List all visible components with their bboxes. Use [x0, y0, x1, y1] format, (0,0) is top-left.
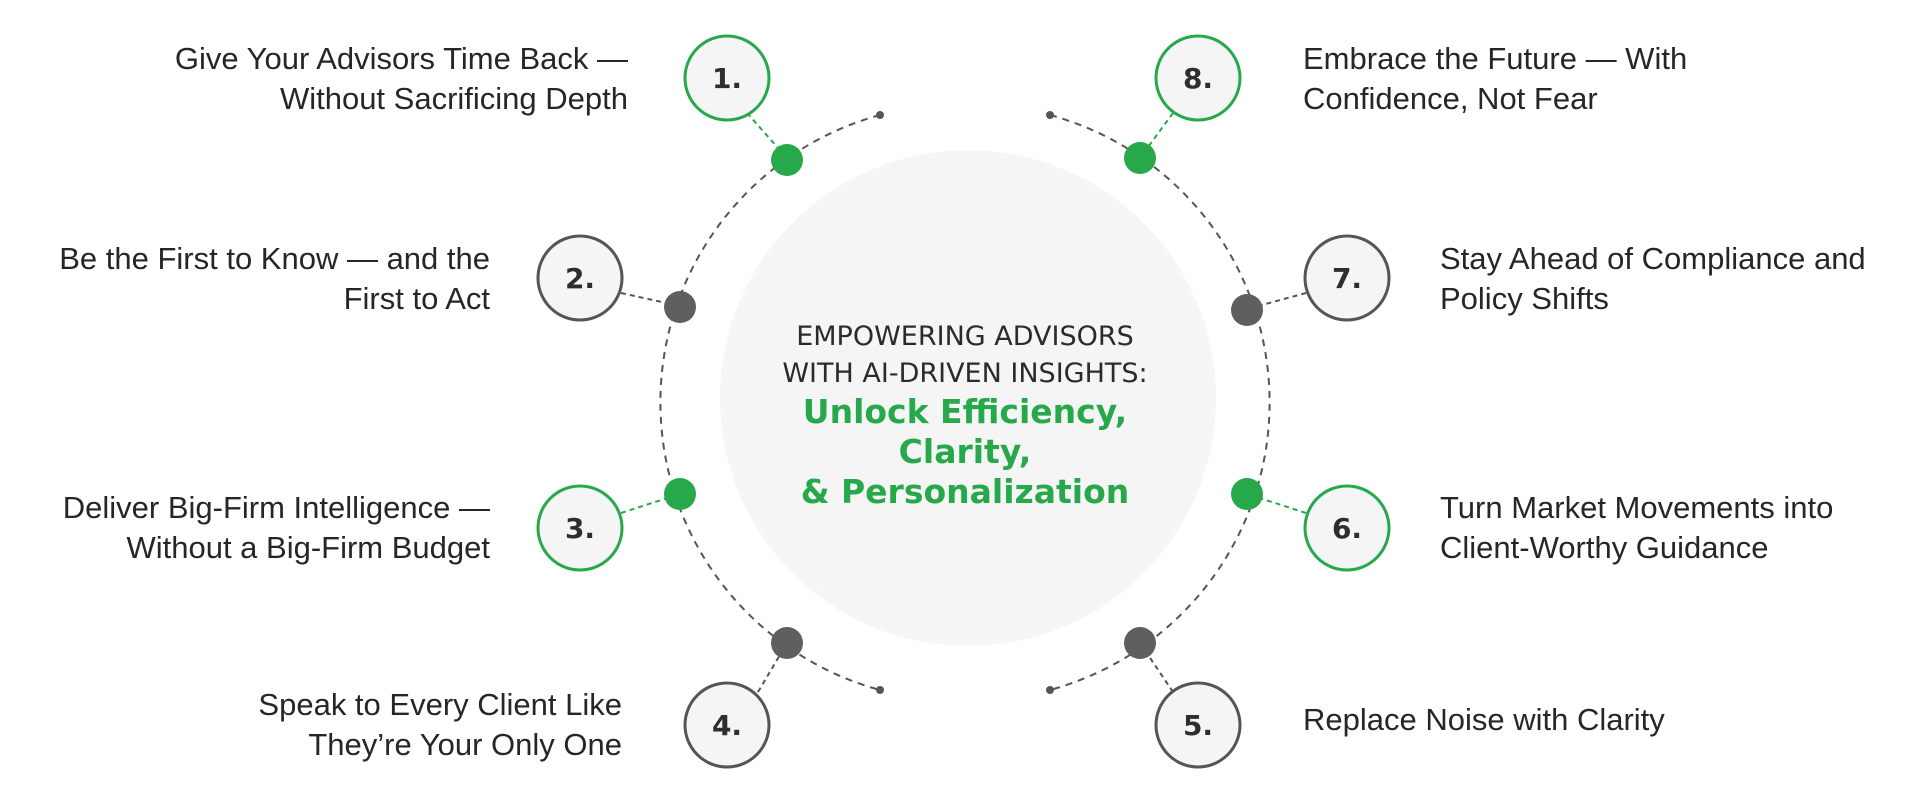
svg-text:2.: 2. [565, 262, 595, 295]
ring-node-1 [771, 144, 803, 176]
ring-node-6 [1231, 478, 1263, 510]
svg-text:4.: 4. [712, 709, 742, 742]
ring-node-5 [1124, 627, 1156, 659]
ring-arc-end-dot [1046, 111, 1054, 119]
item-label-4-line-1: Speak to Every Client Like [258, 687, 622, 722]
connector-7 [1246, 292, 1307, 310]
item-label-6-line-1: Turn Market Movements into [1440, 490, 1834, 525]
item-label-6-line-2: Client-Worthy Guidance [1440, 530, 1769, 565]
ring-node-3 [664, 478, 696, 510]
item-label-6: Turn Market Movements into Client-Worthy… [1440, 488, 1833, 568]
number-badge-7: 7. [1303, 234, 1391, 322]
item-label-2-line-1: Be the First to Know — and the [59, 241, 490, 276]
item-label-7-line-2: Policy Shifts [1440, 281, 1609, 316]
svg-text:3.: 3. [565, 512, 595, 545]
center-title: EMPOWERING ADVISORS WITH AI-DRIVEN INSIG… [740, 318, 1190, 512]
svg-text:5.: 5. [1183, 709, 1213, 742]
item-label-4-line-2: They’re Your Only One [308, 727, 622, 762]
item-label-7: Stay Ahead of Compliance and Policy Shif… [1440, 239, 1866, 319]
item-label-1: Give Your Advisors Time Back — Without S… [175, 39, 628, 119]
connector-3 [620, 493, 681, 514]
ring-node-7 [1231, 294, 1263, 326]
item-label-5-line-1: Replace Noise with Clarity [1303, 702, 1665, 737]
svg-text:1.: 1. [712, 62, 742, 95]
item-label-4: Speak to Every Client Like They’re Your … [258, 685, 622, 765]
number-badge-6: 6. [1303, 484, 1391, 572]
number-badge-3: 3. [536, 484, 624, 572]
number-badge-5: 5. [1154, 681, 1242, 769]
item-label-3-line-1: Deliver Big-Firm Intelligence — [62, 490, 490, 525]
svg-text:7.: 7. [1332, 262, 1362, 295]
ring-arc-end-dot [876, 686, 884, 694]
number-badge-1: 1. [683, 34, 771, 122]
ring-arc-right [1049, 114, 1271, 691]
svg-text:6.: 6. [1332, 512, 1362, 545]
ring-node-2 [664, 291, 696, 323]
center-circle-inner [726, 156, 1210, 640]
center-heading-line-1: EMPOWERING ADVISORS [796, 321, 1134, 352]
ring-node-4 [771, 627, 803, 659]
ring-arc-left [659, 114, 881, 691]
item-label-3: Deliver Big-Firm Intelligence — Without … [63, 488, 490, 568]
item-label-1-line-2: Without Sacrificing Depth [279, 81, 628, 116]
item-label-5: Replace Noise with Clarity [1303, 700, 1665, 740]
connector-1 [746, 112, 788, 159]
item-label-1-line-1: Give Your Advisors Time Back — [174, 41, 628, 76]
ring-node-8 [1124, 142, 1156, 174]
number-badge-2: 2. [536, 234, 624, 322]
connector-2 [620, 292, 681, 307]
item-label-3-line-2: Without a Big-Firm Budget [126, 530, 490, 565]
item-label-8-line-2: Confidence, Not Fear [1303, 81, 1598, 116]
center-accent-line-2: & Personalization [800, 472, 1130, 511]
center-accent-line-1: Unlock Efficiency, Clarity, [802, 392, 1128, 471]
item-label-7-line-1: Stay Ahead of Compliance and [1440, 241, 1866, 276]
ring-arc-end-dot [1046, 686, 1054, 694]
center-heading-line-2: WITH AI-DRIVEN INSIGHTS: [782, 358, 1148, 389]
ring-arc-end-dot [876, 111, 884, 119]
item-label-8-line-1: Embrace the Future — With [1303, 41, 1688, 76]
svg-text:8.: 8. [1183, 62, 1213, 95]
item-label-8: Embrace the Future — With Confidence, No… [1303, 39, 1687, 119]
number-badge-4: 4. [683, 681, 771, 769]
number-badge-8: 8. [1154, 34, 1242, 122]
item-label-2-line-2: First to Act [343, 281, 490, 316]
connector-6 [1246, 493, 1307, 514]
item-label-2: Be the First to Know — and the First to … [59, 239, 490, 319]
